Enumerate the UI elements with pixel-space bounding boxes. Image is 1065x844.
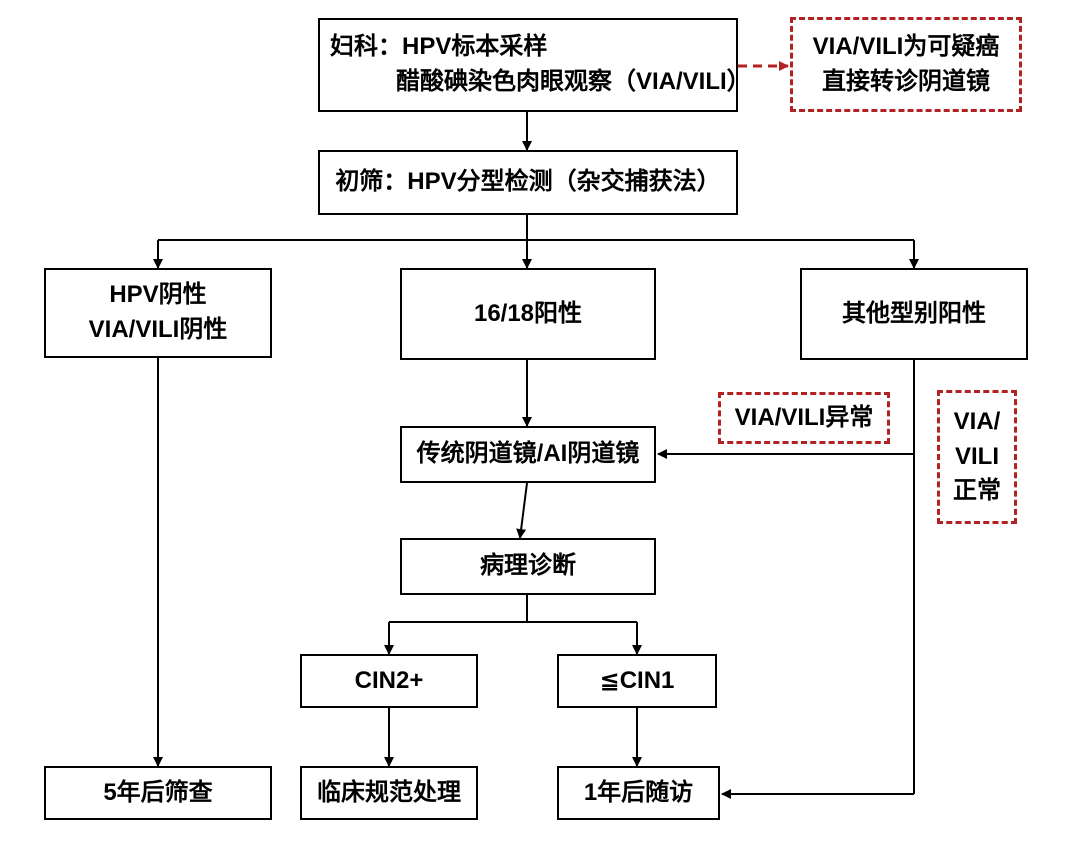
pathology-box: 病理诊断 <box>400 538 656 595</box>
suspect-line2: 直接转诊阴道镜 <box>822 67 990 95</box>
pathology-label: 病理诊断 <box>480 552 576 580</box>
hpv-negative-line2: VIA/VILI阴性 <box>88 316 228 343</box>
five-year-screening-box: 5年后筛查 <box>44 766 272 820</box>
colposcopy-label: 传统阴道镜/AI阴道镜 <box>416 440 640 468</box>
other-types-label: 其他型别阳性 <box>842 299 986 327</box>
suspect-referral-box: VIA/VILI为可疑癌 直接转诊阴道镜 <box>790 17 1022 112</box>
one-year-followup-box: 1年后随访 <box>557 766 720 820</box>
type-16-18-positive-box: 16/18阳性 <box>400 268 656 360</box>
hpv-negative-box: HPV阴性 VIA/VILI阴性 <box>44 268 272 358</box>
hpv-negative-line1: HPV阴性 <box>109 281 207 309</box>
clinical-treatment-box: 临床规范处理 <box>300 766 478 820</box>
suspect-line1: VIA/VILI为可疑癌 <box>812 32 1000 60</box>
via-normal-line1: VIA/ <box>953 407 1001 435</box>
cin2-plus-box: CIN2+ <box>300 654 478 708</box>
one-year-label: 1年后随访 <box>583 778 694 806</box>
via-vili-normal-box: VIA/ VILI 正常 <box>937 390 1017 524</box>
other-types-positive-box: 其他型别阳性 <box>800 268 1028 360</box>
type-16-18-label: 16/18阳性 <box>473 299 583 327</box>
sampling-box: 妇科：HPV标本采样 醋酸碘染色肉眼观察（VIA/VILI） <box>318 18 751 112</box>
clinical-treatment-label: 临床规范处理 <box>317 778 461 806</box>
cin1-or-less-box: ≦CIN1 <box>557 654 717 708</box>
sampling-line1: 妇科：HPV标本采样 <box>330 33 548 61</box>
screening-label: 初筛：HPV分型检测（杂交捕获法） <box>335 168 721 196</box>
via-vili-abnormal-box: VIA/VILI异常 <box>718 392 890 444</box>
via-normal-line3: 正常 <box>953 477 1001 505</box>
sampling-line2: 醋酸碘染色肉眼观察（VIA/VILI） <box>396 68 751 95</box>
cin1-or-less-label: ≦CIN1 <box>599 666 675 694</box>
screening-box: 初筛：HPV分型检测（杂交捕获法） <box>318 150 738 215</box>
five-year-label: 5年后筛查 <box>103 778 213 806</box>
colposcopy-box: 传统阴道镜/AI阴道镜 <box>400 426 656 483</box>
via-abnormal-label: VIA/VILI异常 <box>734 403 874 431</box>
arrow-colposcopy-to-pathology <box>516 482 528 539</box>
cin2-plus-label: CIN2+ <box>354 666 424 694</box>
via-normal-line2: VILI <box>954 442 999 470</box>
